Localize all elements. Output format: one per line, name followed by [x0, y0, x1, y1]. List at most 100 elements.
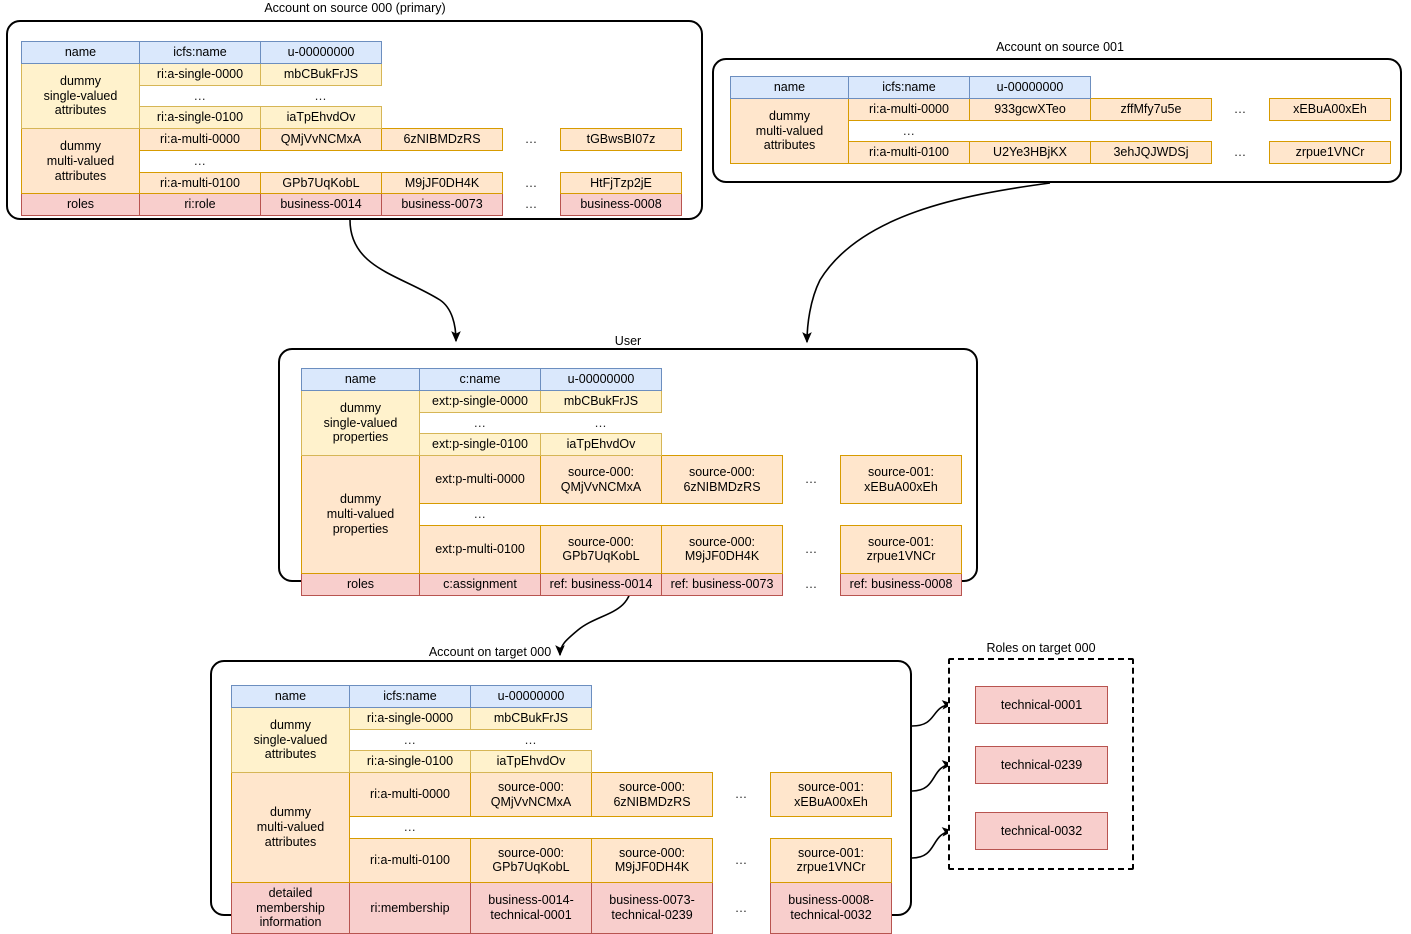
- target000-header-name: name: [231, 685, 350, 708]
- table-row: ext:p-multi-0100 source-000: GPb7UqKobL …: [302, 524, 962, 574]
- spacer: [841, 504, 962, 526]
- user-single-attr-2: ext:p-single-0100: [419, 433, 541, 456]
- source000-single-value-2: iaTpEhvdOv: [260, 106, 382, 129]
- target000-multi-ellipsis-0: …: [712, 772, 771, 817]
- spacer: [592, 751, 713, 773]
- user-roles-label: roles: [301, 572, 420, 596]
- target000-multi-attr-2: ri:a-multi-0100: [349, 837, 471, 883]
- target000-multi-value-2-1: source-000: M9jJF0DH4K: [591, 837, 713, 883]
- source000-multi-value-2-1: M9jJF0DH4K: [381, 171, 503, 195]
- user-single-value-0: mbCBukFrJS: [540, 389, 662, 413]
- source000-single-attr-2: ri:a-single-0100: [139, 106, 261, 129]
- source000-multi-attr-0: ri:a-multi-0000: [139, 128, 261, 151]
- target000-multi-attr-1: …: [349, 816, 471, 839]
- spacer: [561, 42, 682, 64]
- user-roles-value-0: ref: business-0014: [540, 572, 662, 596]
- user-title: User: [614, 334, 642, 348]
- target000-multi-last-0: source-001: xEBuA00xEh: [770, 772, 892, 817]
- spacer: [592, 686, 713, 708]
- table-row: dummy single-valued attributes ri:a-sing…: [21, 62, 682, 130]
- source001-table: name icfs:name u-00000000 dummy multi-va…: [730, 76, 1391, 165]
- table-row: dummy single-valued attributes ri:a-sing…: [231, 706, 892, 774]
- table-row: dummy multi-valued attributes ri:a-multi…: [21, 127, 682, 195]
- source001-multi-value-2-1: 3ehJQJWDSj: [1090, 141, 1212, 164]
- target000-membership-label: detailed membership information: [231, 881, 350, 934]
- source001-multi-attr-1: …: [848, 120, 970, 142]
- source000-multi-attr-1: …: [139, 150, 261, 172]
- user-multi-value-2-0: source-000: GPb7UqKobL: [540, 524, 662, 574]
- user-roles-value-1: ref: business-0073: [661, 572, 783, 596]
- user-multi-ellipsis-0: …: [782, 455, 841, 504]
- user-single-value-1: …: [540, 412, 662, 434]
- table-row: …: [22, 150, 682, 172]
- spacer: [382, 107, 503, 129]
- source001-multi-label: dummy multi-valued attributes: [730, 97, 849, 165]
- source001-multi-last-0: xEBuA00xEh: [1269, 97, 1391, 121]
- spacer: [662, 412, 783, 434]
- target000-header-attr: icfs:name: [349, 685, 471, 708]
- user-roles-attr: c:assignment: [419, 572, 541, 596]
- source000-single-attr-1: …: [139, 85, 261, 107]
- target000-single-value-0: mbCBukFrJS: [470, 706, 592, 730]
- source001-multi-last-2: zrpue1VNCr: [1269, 141, 1391, 164]
- user-header-attr: c:name: [419, 368, 541, 391]
- spacer: [1270, 120, 1391, 142]
- spacer: [561, 107, 682, 129]
- spacer: [592, 729, 713, 751]
- table-row: name icfs:name u-00000000: [730, 76, 1391, 99]
- spacer: [771, 817, 892, 839]
- source001-multi-ellipsis-2: …: [1211, 141, 1270, 164]
- spacer: [662, 434, 783, 456]
- roles-target-title: Roles on target 000: [986, 641, 1096, 655]
- target000-multi-value-0-1: source-000: 6zNIBMDzRS: [591, 772, 713, 817]
- table-row: ri:a-multi-0100 U2Ye3HBjKX 3ehJQJWDSj … …: [731, 141, 1391, 164]
- table-row: ri:a-multi-0100 GPb7UqKobL M9jJF0DH4K … …: [22, 171, 682, 195]
- user-multi-value-2-1: source-000: M9jJF0DH4K: [661, 524, 783, 574]
- source000-roles-label: roles: [21, 193, 140, 216]
- source000-multi-last-0: tGBwsBI07z: [560, 128, 682, 151]
- table-row: … …: [22, 85, 682, 107]
- spacer: [1212, 77, 1270, 99]
- source000-multi-value-0-1: 6zNIBMDzRS: [381, 128, 503, 151]
- spacer: [1091, 120, 1212, 142]
- spacer: [713, 817, 771, 839]
- user-multi-last-0: source-001: xEBuA00xEh: [840, 455, 962, 504]
- spacer: [771, 686, 892, 708]
- spacer: [471, 817, 592, 839]
- spacer: [261, 150, 382, 172]
- spacer: [783, 369, 841, 391]
- target000-single-value-1: …: [470, 729, 592, 751]
- source000-single-label: dummy single-valued attributes: [21, 62, 140, 130]
- spacer: [1270, 77, 1391, 99]
- role-chip-technical-0032[interactable]: technical-0032: [975, 812, 1108, 850]
- table-row: name c:name u-00000000: [301, 368, 962, 391]
- spacer: [841, 434, 962, 456]
- spacer: [561, 150, 682, 172]
- table-row: dummy single-valued properties ext:p-sin…: [301, 389, 962, 457]
- user-header-value: u-00000000: [540, 368, 662, 391]
- user-multi-last-2: source-001: zrpue1VNCr: [840, 524, 962, 574]
- source001-multi-value-2-0: U2Ye3HBjKX: [969, 141, 1091, 164]
- target000-single-attr-2: ri:a-single-0100: [349, 750, 471, 773]
- source000-multi-label: dummy multi-valued attributes: [21, 127, 140, 195]
- connector-source001-to-user: [802, 182, 1051, 344]
- spacer: [662, 504, 783, 526]
- connector-source000-to-user: [349, 219, 461, 343]
- spacer: [592, 817, 713, 839]
- table-row: name icfs:name u-00000000: [21, 41, 682, 64]
- source001-header-attr: icfs:name: [848, 76, 970, 99]
- role-chip-technical-0001[interactable]: technical-0001: [975, 686, 1108, 724]
- spacer: [970, 120, 1091, 142]
- spacer: [503, 107, 561, 129]
- table-row: dummy multi-valued properties ext:p-mult…: [301, 455, 962, 574]
- role-chip-label: technical-0032: [1000, 824, 1083, 838]
- table-row: …: [232, 816, 892, 839]
- user-roles-ellipsis: …: [782, 573, 841, 595]
- role-chip-technical-0239[interactable]: technical-0239: [975, 746, 1108, 784]
- target000-title: Account on target 000: [428, 645, 552, 659]
- spacer: [503, 150, 561, 172]
- table-row: ri:a-multi-0100 source-000: GPb7UqKobL s…: [232, 837, 892, 883]
- user-single-attr-1: …: [419, 412, 541, 434]
- spacer: [841, 390, 962, 412]
- source000-single-value-1: …: [260, 85, 382, 107]
